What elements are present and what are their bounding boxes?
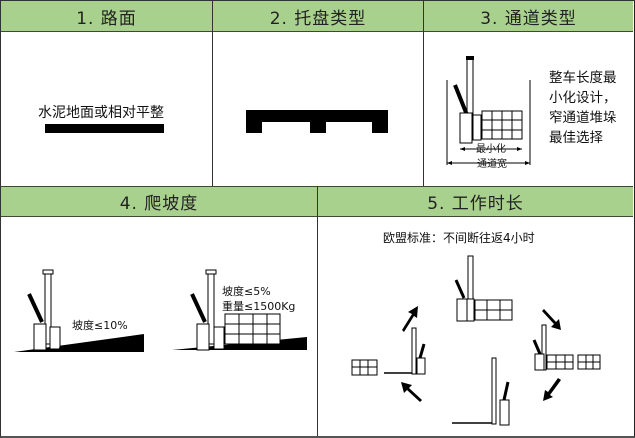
divider — [423, 0, 424, 187]
pallet-icon — [246, 110, 388, 133]
flat-road-bar — [45, 124, 164, 133]
aisle-dim-inner-label: 最小化 — [476, 144, 506, 155]
work-duration-caption: 欧盟标准：不间断往返4小时 — [383, 231, 535, 245]
narrow-aisle-stacker-illustration — [446, 56, 531, 165]
continuous-cycle-illustration — [351, 255, 601, 426]
aisle-caption: 整车长度最 小化设计， 窄通道堆垛 最佳选择 — [549, 68, 617, 148]
divider — [317, 186, 318, 436]
header-pallet-type-label: 2. 托盘类型 — [269, 8, 367, 29]
header-work-duration: 5. 工作时长 — [318, 186, 633, 217]
cycle-arrow-icon — [401, 306, 561, 402]
aisle-caption-line: 小化设计， — [549, 90, 617, 106]
aisle-caption-line: 整车长度最 — [549, 70, 617, 86]
header-road-surface-label: 1. 路面 — [76, 8, 137, 29]
load-limit-line: 重量≤1500Kg — [222, 300, 296, 313]
stacker-loaded-on-5pct-slope — [172, 269, 307, 351]
aisle-dim-outer-label: 通道宽 — [477, 159, 507, 170]
header-gradeability-label: 4. 爬坡度 — [119, 194, 199, 214]
stacker-on-10pct-slope — [14, 269, 144, 352]
slope-5pct-line: 坡度≤5% — [222, 285, 271, 298]
header-aisle-type-label: 3. 通道类型 — [480, 8, 577, 29]
divider — [212, 0, 213, 187]
slope-10pct-label: 坡度≤10% — [72, 319, 128, 332]
road-caption: 水泥地面或相对平整 — [38, 105, 164, 121]
header-aisle-type: 3. 通道类型 — [424, 1, 633, 32]
header-work-duration-label: 5. 工作时长 — [427, 194, 524, 214]
aisle-caption-line: 最佳选择 — [549, 130, 603, 146]
aisle-caption-line: 窄通道堆垛 — [549, 110, 617, 126]
slope-5pct-label: 坡度≤5% 重量≤1500Kg — [222, 284, 295, 314]
header-road-surface: 1. 路面 — [1, 1, 212, 32]
header-pallet-type: 2. 托盘类型 — [213, 1, 423, 32]
header-gradeability: 4. 爬坡度 — [1, 186, 317, 217]
